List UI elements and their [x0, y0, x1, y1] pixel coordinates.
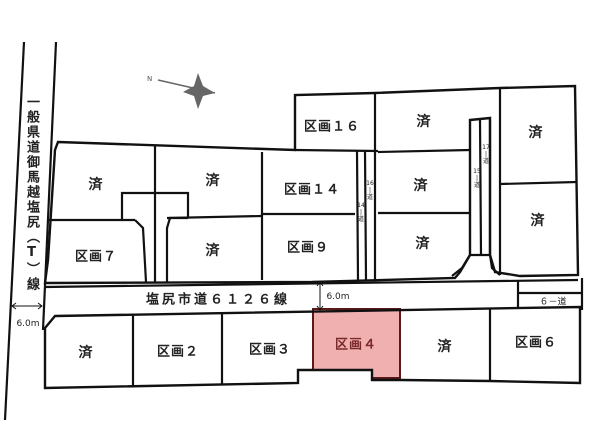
lot-sold-ne-bottom[interactable]: 済 — [415, 236, 431, 252]
lot-sold-south-1[interactable]: 済 — [78, 345, 94, 361]
lot-sold-nc-top[interactable]: 済 — [205, 173, 221, 189]
road-6-label: ６－道 — [539, 297, 567, 308]
lot-sold-nc-bottom[interactable]: 済 — [205, 243, 221, 259]
lot-7[interactable]: 区画７ — [74, 249, 118, 265]
compass-rose-icon — [157, 73, 216, 109]
lot-16[interactable]: 区画１６ — [303, 119, 361, 135]
lot-sold-ne-mid[interactable]: 済 — [413, 178, 429, 194]
lot-sold-south-5[interactable]: 済 — [437, 339, 453, 355]
lot-14[interactable]: 区画１４ — [283, 182, 341, 198]
lot-3[interactable]: 区画３ — [248, 342, 292, 358]
lot-2[interactable]: 区画２ — [156, 344, 200, 360]
lot-4[interactable]: 区画４ — [334, 337, 378, 353]
road-15-label: 15 | 道 — [473, 168, 481, 189]
road-17-label: 17 | 道 — [482, 144, 490, 165]
road-16-label: 16 | 道 — [366, 180, 374, 201]
lot-6[interactable]: 区画６ — [514, 335, 558, 351]
lot-9[interactable]: 区画９ — [286, 240, 330, 256]
lot-sold-ne-top[interactable]: 済 — [416, 114, 432, 130]
lot-sold-e-top[interactable]: 済 — [528, 125, 544, 141]
compass-north-label: N — [147, 75, 153, 83]
prefectural-road-width: 6.0m — [16, 319, 40, 329]
lot-sold-nw-top[interactable]: 済 — [88, 177, 104, 193]
road-14-label: 14 | 道 — [357, 202, 365, 223]
city-road-label: 塩尻市道６１２６線 — [145, 292, 291, 308]
lot-sold-e-bottom[interactable]: 済 — [530, 213, 546, 229]
city-road-width: 6.0m — [326, 292, 350, 302]
prefectural-road-label: 一般県道御馬越塩尻（T）線 — [24, 95, 39, 292]
